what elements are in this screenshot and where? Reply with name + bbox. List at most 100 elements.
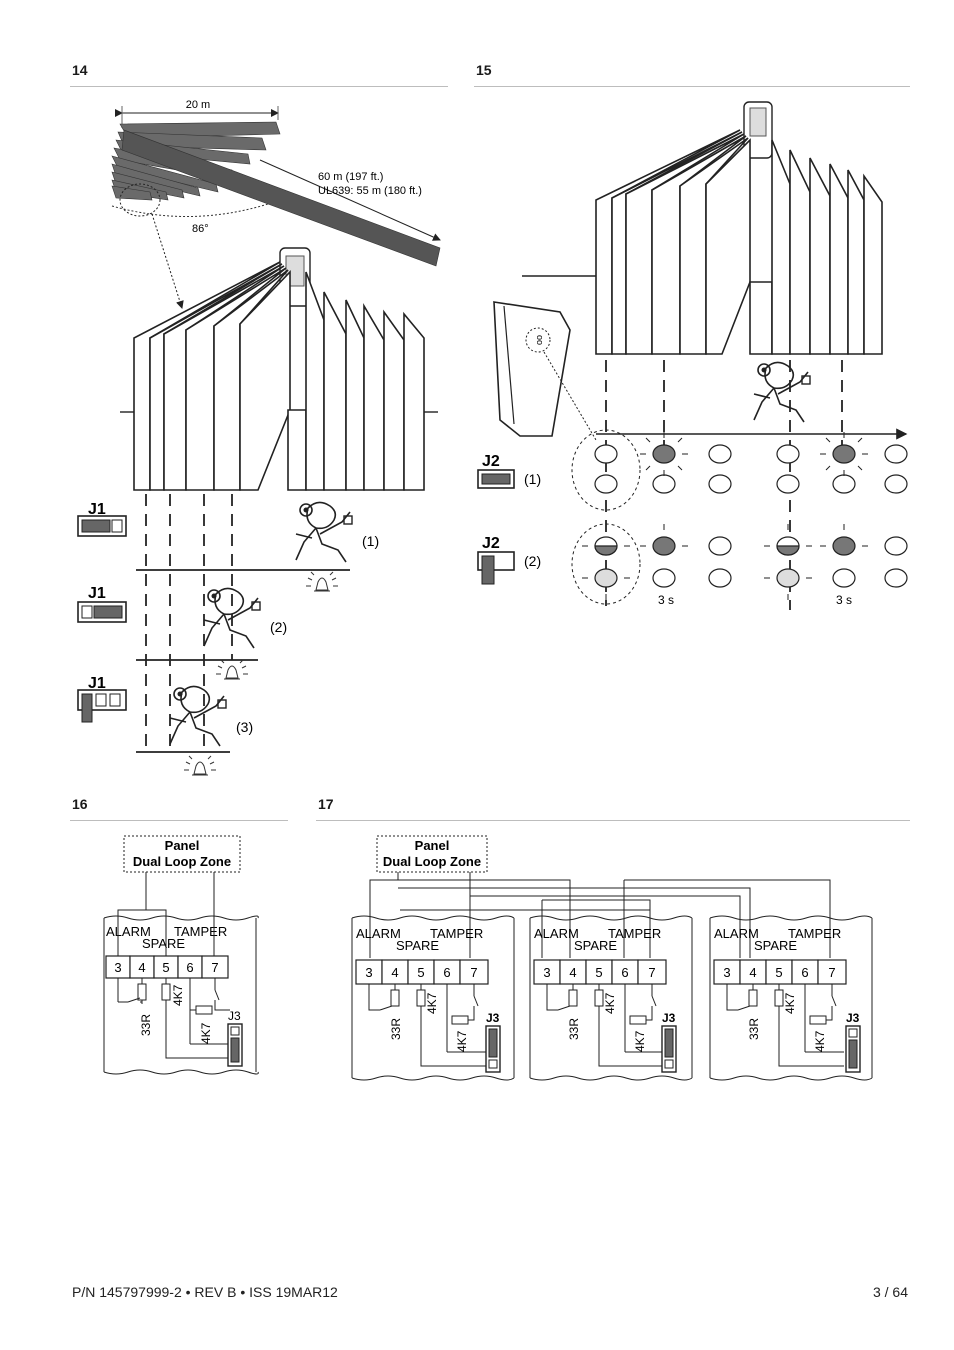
svg-text:4K7: 4K7 [633,1030,647,1052]
svg-text:ALARM: ALARM [714,926,759,941]
j3-label: J3 [228,1009,241,1023]
terminal-3: 3 [114,960,121,975]
figure-14-rule [70,86,448,87]
width-label: 20 m [186,99,210,111]
bell-icon [305,571,339,592]
terminal-6: 6 [186,960,193,975]
j1-jumper-2: J1 [77,585,127,623]
intruder-1 [295,501,353,563]
angle-label: 86° [192,223,209,235]
module-2: ALARM TAMPER SPARE 3 4 5 6 7 [529,915,693,1081]
svg-text:ALARM: ALARM [356,926,401,941]
resistor-4k7-label: 4K7 [171,984,185,1006]
svg-text:4K7: 4K7 [455,1030,469,1052]
terminal-5: 5 [162,960,169,975]
figure-17-number: 17 [318,796,334,812]
terminal-4: 4 [138,960,145,975]
svg-text:TAMPER: TAMPER [430,926,483,941]
svg-text:6: 6 [443,965,450,980]
resistor-33r-label: 33R [139,1014,153,1036]
j1-jumper-3: J1 [77,675,127,723]
svg-text:3: 3 [365,965,372,980]
svg-text:(1): (1) [524,471,541,487]
range-label-ul: UL639: 55 m (180 ft.) [318,185,422,197]
svg-text:5: 5 [595,965,602,980]
svg-text:7: 7 [648,965,655,980]
svg-text:6: 6 [621,965,628,980]
time-label-1: 3 s [658,593,674,607]
figure-17-rule [316,820,910,821]
led-glow-icon [640,432,868,476]
panel-subtitle-17: Dual Loop Zone [383,854,481,869]
led-row-2 [594,536,908,588]
svg-text:33R: 33R [567,1018,581,1040]
svg-text:3: 3 [723,965,730,980]
detector-side-view: oo [493,301,571,437]
figure-16-rule [70,820,288,821]
svg-text:3: 3 [543,965,550,980]
svg-text:4K7: 4K7 [425,992,439,1014]
figure-16-diagram: Panel Dual Loop Zone ALARM TAMPER SPARE … [103,835,259,1075]
terminal-7: 7 [211,960,218,975]
figure-14-number: 14 [72,62,88,78]
footer-page-number: 3 / 64 [872,1284,908,1300]
spare-label: SPARE [142,936,185,951]
alarm-label: ALARM [106,924,151,939]
svg-text:J2: J2 [482,453,500,470]
bell-icon [215,659,249,680]
svg-text:J1: J1 [88,675,106,692]
time-label-2: 3 s [836,593,852,607]
svg-text:7: 7 [828,965,835,980]
svg-text:SPARE: SPARE [396,938,439,953]
detector-15 [743,101,773,159]
mode-label-3: (3) [236,719,253,735]
svg-text:4: 4 [749,965,756,980]
led-row-1 [594,444,908,494]
svg-text:J3: J3 [662,1011,676,1025]
svg-text:J1: J1 [88,585,106,602]
intruder-15 [753,361,811,423]
figure-16-number: 16 [72,796,88,812]
panel-title-17: Panel [415,838,450,853]
svg-text:33R: 33R [389,1018,403,1040]
figure-17-diagram: Panel Dual Loop Zone ALARM TAMPER SPARE [351,835,873,1081]
j1-jumper-1: J1 [77,501,127,537]
svg-text:J2: J2 [482,535,500,552]
footer-part-number: P/N 145797999-2 • REV B • ISS 19MAR12 [72,1284,338,1300]
svg-text:oo: oo [534,335,544,345]
svg-text:5: 5 [775,965,782,980]
svg-text:6: 6 [801,965,808,980]
range-label: 60 m (197 ft.) [318,171,383,183]
figure-14-diagram: 20 m 60 m (197 ft.) UL639: 55 m (180 ft.… [77,99,441,776]
svg-text:J1: J1 [88,501,106,518]
mode-label-1: (1) [362,533,379,549]
j2-jumper-2: J2 (2) [477,535,541,585]
bell-icon [183,755,217,776]
svg-text:ALARM: ALARM [534,926,579,941]
svg-text:33R: 33R [747,1018,761,1040]
svg-text:4K7: 4K7 [603,992,617,1014]
figure-15-rule [474,86,910,87]
figure-15-diagram: oo J2 (1) J2 (2) [477,101,908,610]
figure-15-number: 15 [476,62,492,78]
svg-text:4: 4 [391,965,398,980]
svg-text:SPARE: SPARE [574,938,617,953]
resistor-4k7-label-2: 4K7 [199,1022,213,1044]
module-1: ALARM TAMPER SPARE 3 4 5 6 7 [351,915,515,1081]
intruder-3 [169,685,227,747]
svg-text:TAMPER: TAMPER [788,926,841,941]
svg-text:4: 4 [569,965,576,980]
svg-text:SPARE: SPARE [754,938,797,953]
svg-text:J3: J3 [486,1011,500,1025]
svg-text:5: 5 [417,965,424,980]
svg-text:4K7: 4K7 [813,1030,827,1052]
module-3: ALARM TAMPER SPARE 3 4 5 6 7 [709,915,873,1081]
svg-text:J3: J3 [846,1011,860,1025]
svg-text:(2): (2) [524,553,541,569]
svg-text:4K7: 4K7 [783,992,797,1014]
j2-jumper-1: J2 (1) [477,453,541,489]
mode-label-2: (2) [270,619,287,635]
svg-text:7: 7 [470,965,477,980]
panel-subtitle: Dual Loop Zone [133,854,231,869]
